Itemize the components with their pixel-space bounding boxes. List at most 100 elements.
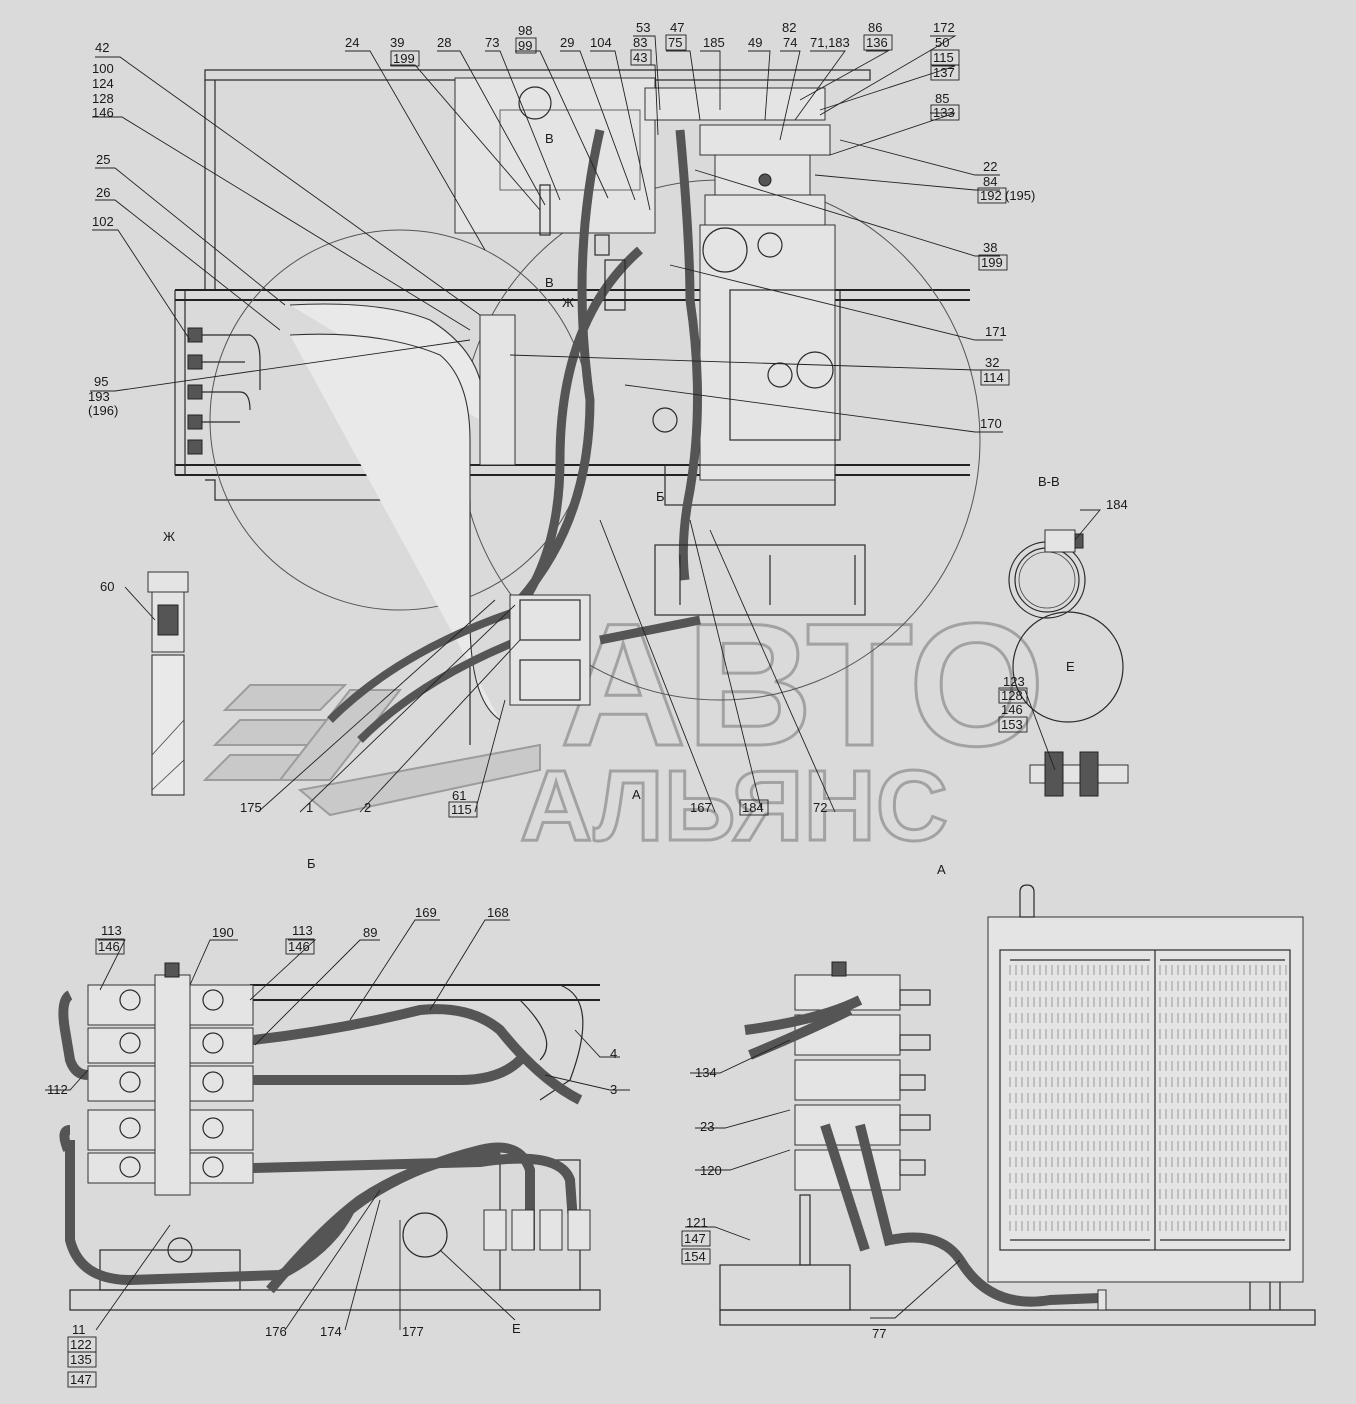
callout-c99: 99 [518,38,532,53]
callout-c185: 185 [703,35,725,50]
callout-box-c184b [739,799,769,816]
callout-c199a: 199 [393,51,415,66]
callout-c26: 26 [96,185,110,200]
callout-box-c128b [998,687,1028,704]
callout-c146c: 146 [98,939,120,954]
callout-c24: 24 [345,35,359,50]
callout-c53: 53 [636,20,650,35]
callout-c177: 177 [402,1324,424,1339]
callout-c100: 100 [92,61,114,76]
callout-c71183: 71,183 [810,35,850,50]
callout-c120: 120 [700,1163,722,1178]
callout-c115b: 115 [451,802,472,817]
callout-cZh2: Ж [562,295,574,310]
callout-box-c135 [67,1351,97,1368]
callout-box-c154 [681,1248,711,1265]
detail-e [1012,611,1129,797]
callout-c75: 75 [668,35,682,50]
callout-c169: 169 [415,905,437,920]
callout-box-c147b [681,1230,711,1247]
callout-c133: 133 [933,105,955,120]
callout-c192: 192 [980,188,1002,203]
callout-c86: 86 [868,20,882,35]
callout-c113a: 113 [101,923,122,938]
callout-c4: 4 [610,1046,617,1061]
callout-c98: 98 [518,23,532,38]
callout-c128: 128 [92,91,114,106]
callout-box-c99 [515,37,537,54]
watermark-text-2: АЛЬЯНС [520,750,948,862]
callout-box-c43 [630,49,652,66]
callout-cE2: Е [512,1321,521,1336]
callout-c199b: 199 [981,255,1003,270]
callout-c72: 72 [813,800,827,815]
callout-cV2: В [545,275,554,290]
callout-box-c199a [390,50,420,67]
callout-box-c146d [285,938,315,955]
callout-c39: 39 [390,35,404,50]
callout-cBB: В-В [1038,474,1060,489]
detail-zh [147,571,189,796]
callout-c77: 77 [872,1326,886,1341]
callout-c193: 193 [88,389,110,404]
callout-c128b: 128 [1001,688,1023,703]
callout-box-c133 [930,104,960,121]
callout-c102: 102 [92,214,114,229]
section-vv [1008,529,1086,619]
callout-c49: 49 [748,35,762,50]
callout-c85: 85 [935,91,949,106]
callout-c60: 60 [100,579,114,594]
radiator-fins [1009,965,1287,1235]
callout-c38: 38 [983,240,997,255]
callout-c29: 29 [560,35,574,50]
callout-cZh: Ж [163,529,175,544]
callout-c82: 82 [782,20,796,35]
callout-c147a: 147 [70,1372,92,1387]
callout-c146b: 146 [1001,702,1023,717]
callout-cE1: Е [1066,659,1075,674]
callout-c114: 114 [983,370,1004,385]
callout-box-c192 [977,187,1007,204]
callout-c11: 11 [72,1322,86,1337]
callout-c170: 170 [980,416,1002,431]
callout-c32: 32 [985,355,999,370]
callout-c135: 135 [70,1352,92,1367]
callout-c50: 50 [935,35,949,50]
callout-c172: 172 [933,20,955,35]
callout-box-c147a [67,1371,97,1388]
callout-c184a: 184 [1106,497,1128,512]
callout-c104: 104 [590,35,612,50]
callout-c121: 121 [686,1215,708,1230]
callout-c174: 174 [320,1324,342,1339]
callout-c22: 22 [983,159,997,174]
callout-c122: 122 [70,1337,92,1352]
callout-box-c146c [95,938,125,955]
callout-c146d: 146 [288,939,310,954]
callout-cB_view: Б [307,856,316,871]
callout-c137: 137 [933,65,955,80]
callout-c134: 134 [695,1065,717,1080]
callout-c73: 73 [485,35,499,50]
valve-stack-a [794,961,931,1191]
callout-cA_arrow: А [632,787,641,802]
valve-stack-b [87,962,254,1263]
callout-c42: 42 [95,40,109,55]
callout-c176: 176 [265,1324,287,1339]
view-a [719,884,1316,1326]
callout-c167: 167 [690,800,712,815]
main-view [174,69,981,745]
callout-c147b: 147 [684,1231,706,1246]
callout-c184b: 184 [742,800,764,815]
callout-c115a: 115 [933,50,954,65]
callout-box-c199b [978,254,1008,271]
callout-c84: 84 [983,174,997,189]
callout-c123: 123 [1003,674,1025,689]
callout-box-c137 [930,64,960,81]
callout-c153: 153 [1001,717,1023,732]
watermark-text-1: АВТО [560,588,1045,783]
view-b [58,962,601,1311]
callout-box-c114 [980,369,1010,386]
callout-c74: 74 [783,35,797,50]
